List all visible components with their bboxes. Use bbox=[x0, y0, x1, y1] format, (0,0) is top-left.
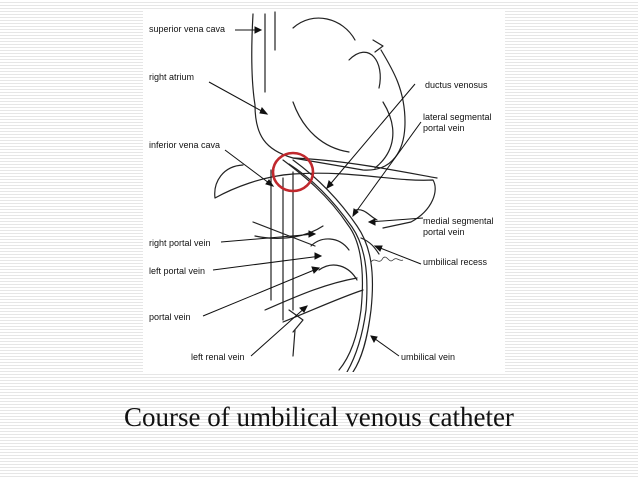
label-ductus-venosus: ductus venosus bbox=[425, 80, 488, 90]
label-medial-segmental-line2: portal vein bbox=[423, 227, 465, 237]
atrial-inner bbox=[372, 39, 384, 53]
umbilical-recess-curve bbox=[360, 237, 380, 255]
label-right-portal-vein: right portal vein bbox=[149, 238, 211, 248]
portal-loop bbox=[318, 264, 358, 281]
label-superior-vena-cava: superior vena cava bbox=[149, 24, 226, 34]
spine-lower-b bbox=[292, 329, 296, 357]
spine-lower-a bbox=[288, 309, 304, 333]
catheter-tip-highlight-circle bbox=[271, 151, 315, 193]
heart-outline bbox=[251, 13, 406, 171]
label-lateral-segmental-line2: portal vein bbox=[423, 123, 465, 133]
anatomy-diagram-panel: superior vena cava right atrium inferior… bbox=[143, 10, 505, 372]
arrow-inferior-vena-cava bbox=[224, 149, 274, 187]
portal-vein-trunk-b bbox=[282, 289, 364, 323]
right-portal-vein-branch bbox=[252, 221, 316, 247]
arrow-right-portal-vein bbox=[220, 233, 316, 243]
ductus-venosus-wall-b bbox=[292, 159, 374, 372]
pulmonary-trunk bbox=[348, 51, 381, 89]
arrow-lateral-segmental bbox=[352, 121, 422, 217]
portal-branch-curve bbox=[310, 238, 350, 251]
arrow-portal-vein bbox=[202, 267, 320, 317]
arrow-medial-segmental bbox=[368, 217, 424, 223]
arrow-right-atrium bbox=[208, 81, 268, 115]
label-inferior-vena-cava: inferior vena cava bbox=[149, 140, 221, 150]
label-portal-vein: portal vein bbox=[149, 312, 191, 322]
catheter-line bbox=[288, 163, 368, 372]
label-medial-segmental-line1: medial segmental bbox=[423, 216, 494, 226]
arrow-left-portal-vein bbox=[212, 255, 322, 271]
umbilical-vein-anatomy-drawing bbox=[202, 11, 438, 372]
arrow-ductus-venosus bbox=[326, 83, 416, 189]
label-umbilical-vein: umbilical vein bbox=[401, 352, 456, 362]
heart-septum bbox=[292, 101, 350, 153]
aorta-arch bbox=[292, 17, 356, 41]
left-portal-vein-branch bbox=[254, 225, 324, 239]
liver-upper-edge bbox=[292, 157, 438, 179]
signature-scribble bbox=[370, 256, 404, 263]
medial-segmental-vein bbox=[354, 209, 378, 221]
arrow-umbilical-recess bbox=[374, 245, 422, 265]
label-lateral-segmental-line1: lateral segmental bbox=[423, 112, 492, 122]
label-right-atrium: right atrium bbox=[149, 72, 195, 82]
ventricle-curve bbox=[374, 101, 394, 169]
arrow-left-renal-vein bbox=[250, 305, 308, 357]
label-left-renal-vein: left renal vein bbox=[191, 352, 245, 362]
ductus-venosus-wall-a bbox=[282, 159, 364, 371]
label-left-portal-vein: left portal vein bbox=[149, 266, 206, 276]
portal-vein-trunk-a bbox=[264, 277, 358, 311]
label-umbilical-recess: umbilical recess bbox=[423, 257, 488, 267]
slide-caption: Course of umbilical venous catheter bbox=[124, 402, 514, 432]
